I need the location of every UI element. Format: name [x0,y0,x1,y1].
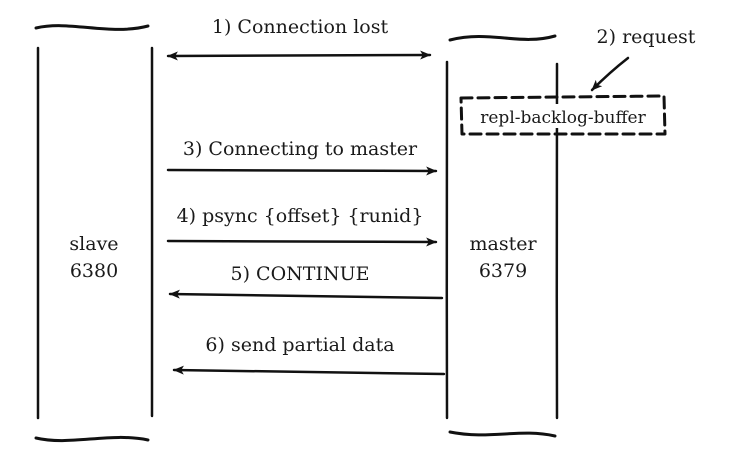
step-5-continue: 5) CONTINUE [168,263,444,300]
step-2-request: 2) request [590,26,696,92]
step-4-arrow [166,237,438,247]
step-3-arrow [166,166,438,176]
step-5-arrow [168,289,444,300]
step-4-label: 4) psync {offset} {runid} [177,205,424,227]
step-6-send-partial-data: 6) send partial data [172,334,446,376]
step-1-label: 1) Connection lost [212,16,389,38]
master-name: master [469,233,537,255]
step-6-label: 6) send partial data [205,334,394,356]
master-port: 6379 [479,260,527,282]
step-3-connecting: 3) Connecting to master [166,138,438,176]
step-3-label: 3) Connecting to master [183,138,418,160]
step-2-arrow [590,56,630,92]
slave-column: slave 6380 [34,24,154,443]
step-1-connection-lost: 1) Connection lost [166,16,432,61]
slave-port: 6380 [70,260,118,282]
buffer-label-bg [468,104,658,128]
step-1-arrow [166,50,432,61]
step-2-label: 2) request [597,26,696,48]
step-5-label: 5) CONTINUE [231,263,370,285]
backlog-buffer: repl-backlog-buffer [459,94,667,136]
slave-name: slave [69,233,118,255]
buffer-label: repl-backlog-buffer [480,108,646,128]
step-4-psync: 4) psync {offset} {runid} [166,205,438,247]
step-6-arrow [172,365,446,376]
